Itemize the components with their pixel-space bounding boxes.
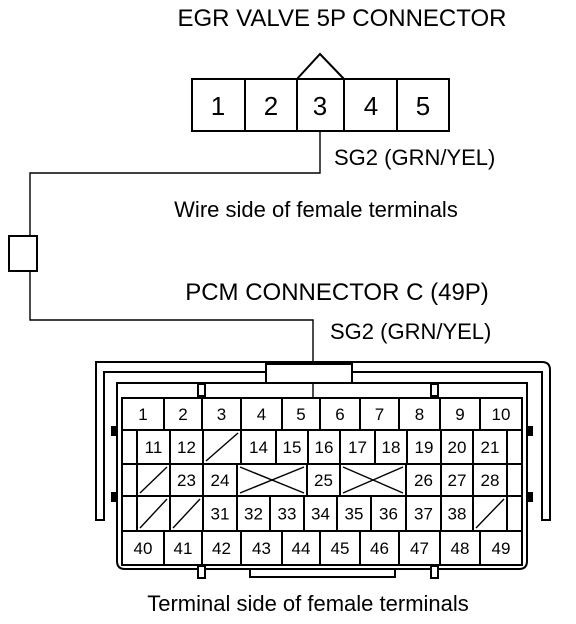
pcm-pin-2: 2: [178, 405, 187, 424]
egr-lock-tab: [296, 52, 345, 80]
pcm-pin-41: 41: [174, 539, 193, 558]
pcm-pin-15: 15: [283, 438, 302, 457]
pcm-empty-cavity: [139, 498, 168, 529]
pcm-pin-33: 33: [278, 505, 297, 524]
egr-pin-3: 3: [313, 91, 327, 121]
pcm-blocked-cavity: [239, 466, 305, 494]
pcm-pin-16: 16: [315, 438, 334, 457]
pcm-pin-36: 36: [379, 505, 398, 524]
pcm-pin-31: 31: [211, 505, 230, 524]
pcm-pin-12: 12: [177, 438, 196, 457]
pcm-pin-grid: [121, 397, 523, 566]
pcm-pin-40: 40: [134, 539, 153, 558]
pcm-pin-17: 17: [348, 438, 367, 457]
pcm-pin-3: 3: [217, 405, 226, 424]
pcm-wire-label: SG2 (GRN/YEL): [330, 319, 491, 344]
pcm-pin-21: 21: [481, 438, 500, 457]
pcm-empty-cavity: [172, 498, 201, 529]
pcm-pin-9: 9: [455, 405, 464, 424]
pcm-view-label: Terminal side of female terminals: [147, 591, 469, 616]
egr-pin-1: 1: [211, 91, 225, 121]
pcm-connector-title: PCM CONNECTOR C (49P): [185, 279, 489, 306]
pcm-pin-14: 14: [249, 438, 268, 457]
pcm-pin-37: 37: [414, 505, 433, 524]
pcm-pin-44: 44: [292, 539, 311, 558]
pcm-right-ridge: [527, 492, 533, 502]
sg2-wire-upper: [29, 131, 321, 236]
pcm-latch: [265, 363, 353, 384]
egr-view-label: Wire side of female terminals: [174, 197, 458, 222]
pcm-pin-43: 43: [252, 539, 271, 558]
pcm-pin-4: 4: [257, 405, 266, 424]
pcm-top-tab: [197, 383, 206, 397]
pcm-pin-45: 45: [331, 539, 350, 558]
pcm-pin-35: 35: [345, 505, 364, 524]
pcm-bottom-key: [249, 569, 396, 578]
pcm-pin-23: 23: [177, 471, 196, 490]
pcm-empty-cavity: [139, 466, 168, 494]
egr-pin-4: 4: [364, 91, 378, 121]
egr-connector-body: [191, 78, 450, 132]
pcm-top-tab: [430, 383, 439, 397]
pcm-pin-38: 38: [448, 505, 467, 524]
pcm-pin-42: 42: [212, 539, 231, 558]
egr-pin-5: 5: [416, 91, 430, 121]
pcm-pin-47: 47: [410, 539, 429, 558]
pcm-pin-28: 28: [481, 471, 500, 490]
pcm-pin-1: 1: [138, 405, 147, 424]
egr-connector-title: EGR VALVE 5P CONNECTOR: [178, 5, 507, 32]
pcm-pin-6: 6: [335, 405, 344, 424]
egr-connector: 1 2 3 4 5: [191, 52, 450, 132]
wire-junction-connector: [8, 235, 38, 272]
pcm-pin-27: 27: [448, 471, 467, 490]
pcm-pin-20: 20: [448, 438, 467, 457]
pcm-blocked-cavity: [342, 466, 404, 494]
pcm-pin-34: 34: [311, 505, 330, 524]
pcm-pin-19: 19: [415, 438, 434, 457]
pcm-pin-5: 5: [296, 405, 305, 424]
pcm-pin-25: 25: [314, 471, 333, 490]
pcm-pin-11: 11: [145, 438, 163, 457]
pcm-pin-7: 7: [375, 405, 384, 424]
pcm-left-ridge: [111, 492, 117, 502]
pcm-pin-49: 49: [492, 539, 511, 558]
pcm-pin-46: 46: [370, 539, 389, 558]
egr-wire-label: SG2 (GRN/YEL): [334, 145, 495, 170]
pcm-bottom-tab: [197, 565, 206, 579]
pcm-empty-cavity: [475, 498, 505, 529]
pcm-empty-cavity: [205, 432, 239, 462]
pcm-right-ridge: [527, 426, 533, 436]
pcm-pin-48: 48: [451, 539, 470, 558]
pcm-left-ridge: [111, 426, 117, 436]
pcm-bottom-tab: [430, 565, 439, 579]
pcm-pin-24: 24: [211, 471, 230, 490]
pcm-connector-body: [116, 382, 528, 570]
pcm-outer-shell: [95, 361, 551, 521]
pcm-pin-10: 10: [492, 405, 511, 424]
pcm-pin-18: 18: [382, 438, 401, 457]
pcm-pin-32: 32: [244, 505, 263, 524]
pcm-pin-26: 26: [414, 471, 433, 490]
pcm-pin-8: 8: [415, 405, 424, 424]
egr-pin-2: 2: [264, 91, 278, 121]
